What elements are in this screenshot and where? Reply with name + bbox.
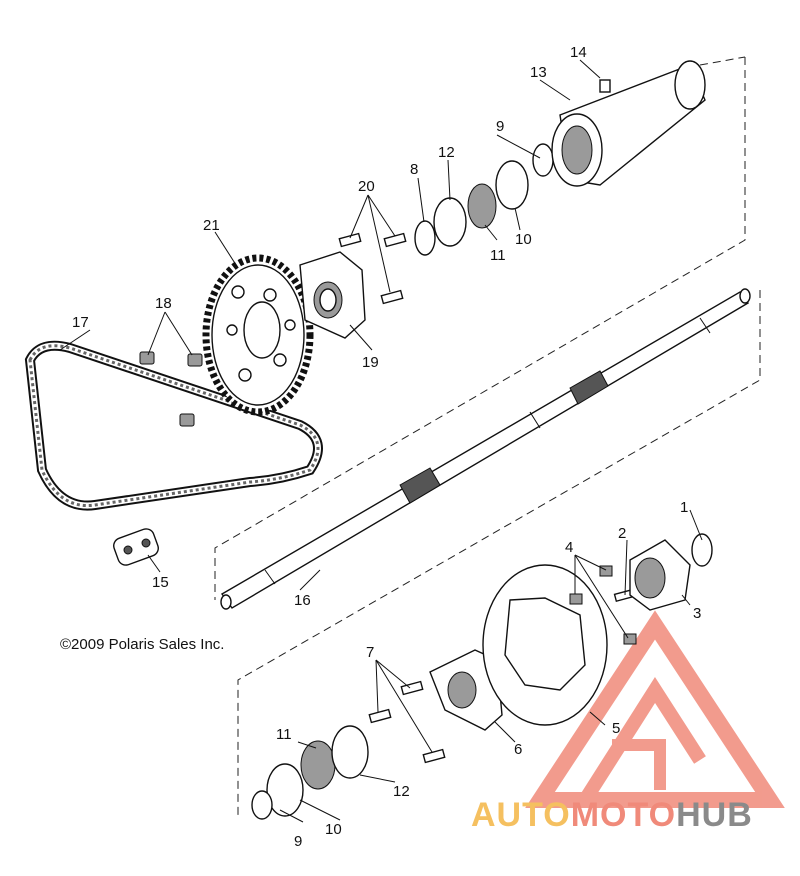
brake-hub <box>368 649 503 764</box>
drive-chain <box>24 340 323 511</box>
master-link <box>113 528 159 566</box>
callout-2: 2 <box>618 525 626 542</box>
sprocket-nuts <box>139 351 203 427</box>
callout-16: 16 <box>294 592 311 609</box>
callout-17: 17 <box>72 314 89 331</box>
callout-18: 18 <box>155 295 172 312</box>
callout-1: 1 <box>680 499 688 516</box>
watermark-brand: AUTOMOTOHUB <box>471 796 753 834</box>
callout-6: 6 <box>514 741 522 758</box>
callout-19: 19 <box>362 354 379 371</box>
watermark-logo <box>525 610 785 808</box>
callout-12-lower: 12 <box>393 783 410 800</box>
bearing-carrier <box>551 60 706 187</box>
sprocket-hub <box>299 251 366 339</box>
callout-9-upper: 9 <box>496 118 504 135</box>
callout-13: 13 <box>530 64 547 81</box>
callout-3: 3 <box>693 605 701 622</box>
callout-15: 15 <box>152 574 169 591</box>
callout-4: 4 <box>565 539 573 556</box>
callout-labels: 1 2 3 4 5 6 7 8 9 9 10 10 11 11 12 12 13… <box>72 44 701 850</box>
callout-11-lower: 11 <box>276 726 292 743</box>
rear-sprocket <box>202 254 314 416</box>
callout-10-lower: 10 <box>325 821 342 838</box>
brand-logo-text: AUTOMOTOHUB <box>471 796 753 834</box>
callout-12-upper: 12 <box>438 144 455 161</box>
callout-8: 8 <box>410 161 418 178</box>
assembly-dash-lines <box>214 56 761 815</box>
lower-bearing-stack <box>251 725 369 820</box>
callout-9-lower: 9 <box>294 833 302 850</box>
brake-disc <box>482 564 608 726</box>
callout-5: 5 <box>612 720 620 737</box>
callout-14: 14 <box>570 44 587 61</box>
callout-10-upper: 10 <box>515 231 532 248</box>
caliper-assembly <box>569 533 713 645</box>
leader-lines <box>59 59 703 823</box>
hub-bolts <box>338 232 407 305</box>
upper-bearing-stack <box>414 143 554 256</box>
callout-21: 21 <box>203 217 220 234</box>
axle-shaft <box>220 288 751 610</box>
callout-7: 7 <box>366 644 374 661</box>
copyright-text: ©2009 Polaris Sales Inc. <box>60 636 224 653</box>
callout-20: 20 <box>358 178 375 195</box>
callout-11-upper: 11 <box>490 247 506 264</box>
